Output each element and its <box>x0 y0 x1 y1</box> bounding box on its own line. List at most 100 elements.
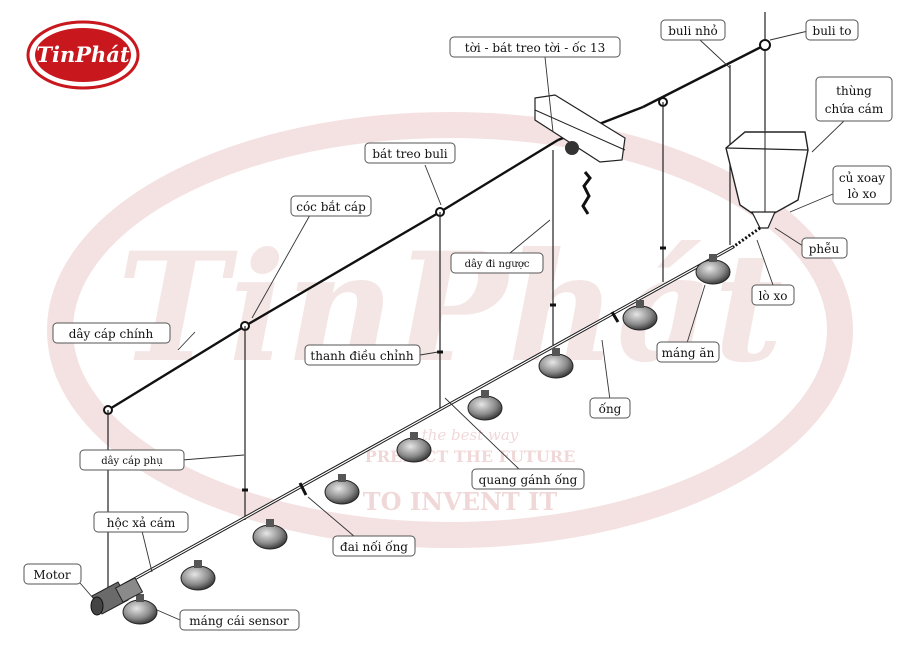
label-spring-text: lò xo <box>759 289 788 303</box>
feed-pan <box>622 300 658 331</box>
main-cable <box>107 138 559 412</box>
winch-crank-icon <box>581 171 592 215</box>
spring-shape <box>732 226 761 249</box>
logo-badge <box>35 28 131 82</box>
leader-cable-clamp <box>251 214 311 319</box>
label-spring: lò xo <box>751 284 795 306</box>
watermark-slogan-1: the best way <box>422 426 519 444</box>
label-pipe-connector: đai nối ống <box>332 535 416 557</box>
label-feed-pan: máng ăn <box>656 341 720 363</box>
leader-auger <box>789 193 834 213</box>
winch-bracket-edge <box>534 109 626 151</box>
leader-feed-pan <box>686 284 706 344</box>
winch-bracket <box>534 94 626 163</box>
feed-pan <box>396 432 432 463</box>
leader-pipe-connector <box>307 496 356 538</box>
label-big-pulley-text: buli to <box>813 24 852 38</box>
label-motor-text: Motor <box>33 568 71 582</box>
winch-drum-icon <box>565 141 579 155</box>
watermark-slogan-3: TO INVENT IT <box>363 487 558 516</box>
upper-cable <box>642 43 766 109</box>
leader-hopper <box>811 119 846 153</box>
leader-adjust-bar <box>419 351 439 356</box>
label-funnel-text: phễu <box>809 241 840 256</box>
leader-pulley-mount <box>424 164 442 206</box>
label-sensor-pan: máng cái sensor <box>179 609 300 631</box>
feed-pan <box>180 560 216 591</box>
leader-spring <box>756 239 774 286</box>
motor-face <box>90 596 104 616</box>
label-auger: củ xoay lò xo <box>832 165 892 205</box>
feed-pan <box>467 390 503 421</box>
label-adjust-bar: thanh điều chỉnh <box>304 344 421 366</box>
leader-big-pulley <box>769 30 809 41</box>
leader-winch <box>544 56 554 133</box>
logo-text: TinPhát <box>36 42 130 67</box>
label-cable-clamp: cóc bắt cáp <box>290 195 372 217</box>
pipe-connector-mark <box>610 311 620 323</box>
watermark-slogan-2: PREDICT THE FUTURE <box>365 447 576 466</box>
leader-small-pulley <box>699 39 731 69</box>
label-winch-text: tời - bát treo tời - ốc 13 <box>465 40 605 55</box>
label-funnel: phễu <box>801 237 848 259</box>
hopper-body <box>725 131 809 221</box>
leader-aux-cable <box>181 454 245 461</box>
leader-return-wire <box>509 219 551 254</box>
label-cable-clamp-text: cóc bắt cáp <box>296 199 366 214</box>
label-return-wire: dây đi ngược <box>450 252 544 274</box>
leader-drop-box <box>141 530 153 573</box>
leader-lines <box>73 30 846 621</box>
label-pulley-mount: bát treo buli <box>364 142 456 164</box>
label-feed-pan-text: máng ăn <box>662 346 715 360</box>
feed-pipe <box>98 245 735 600</box>
label-pipe-hanger-text: quang gánh ống <box>479 472 578 487</box>
leader-pipe-hanger <box>444 397 521 471</box>
label-drop-box-text: hộc xả cám <box>107 516 176 530</box>
feed-pan <box>324 474 360 505</box>
label-pipe-text: ống <box>599 401 622 416</box>
label-return-wire-text: dây đi ngược <box>465 259 530 270</box>
watermark-brand: TinPhát <box>117 220 783 396</box>
leader-main-cable <box>177 331 196 351</box>
label-big-pulley: buli to <box>805 19 859 41</box>
label-auger-line2: lò xo <box>848 187 877 201</box>
feed-pan <box>252 519 288 550</box>
big-pulley-icon <box>759 39 771 51</box>
funnel-shape <box>751 211 776 229</box>
label-small-pulley-text: buli nhỏ <box>668 24 718 38</box>
rigging <box>103 12 771 590</box>
feed-pan <box>122 594 158 625</box>
label-drop-box: hộc xả cám <box>93 511 189 533</box>
labels: tời - bát treo tời - ốc 13 buli nhỏ buli… <box>23 19 893 631</box>
leader-funnel <box>774 227 804 247</box>
hopper-rim <box>725 147 809 151</box>
logo: TinPhát <box>26 20 140 90</box>
pipe-highlight <box>99 246 734 599</box>
watermark: TinPhát the best way PREDICT THE FUTURE … <box>47 112 853 548</box>
drop-box-shape <box>114 577 144 603</box>
label-pipe-hanger: quang gánh ống <box>471 468 585 490</box>
leader-pipe <box>601 339 611 401</box>
label-aux-cable-text: dây cáp phụ <box>101 456 163 467</box>
label-hopper-line2: chứa cám <box>825 102 884 116</box>
label-pulley-mount-text: bát treo buli <box>372 147 447 161</box>
feed-pan <box>695 254 731 285</box>
label-main-cable-text: dây cáp chính <box>69 327 154 341</box>
label-aux-cable: dây cáp phụ <box>79 449 185 471</box>
leader-sensor-pan <box>156 609 181 621</box>
hopper <box>725 130 809 249</box>
label-sensor-pan-text: máng cái sensor <box>189 614 289 628</box>
label-pipe-connector-text: đai nối ống <box>340 539 408 554</box>
label-motor: Motor <box>23 563 82 585</box>
label-auger-line1: củ xoay <box>839 171 885 185</box>
label-pipe: ống <box>589 397 631 419</box>
label-hopper-line1: thùng <box>836 84 872 98</box>
feed-pans <box>122 254 731 625</box>
label-winch: tời - bát treo tời - ốc 13 <box>449 36 621 58</box>
label-adjust-bar-text: thanh điều chỉnh <box>310 348 413 363</box>
motor <box>90 577 144 616</box>
feed-pan <box>538 348 574 379</box>
label-small-pulley: buli nhỏ <box>660 19 726 41</box>
